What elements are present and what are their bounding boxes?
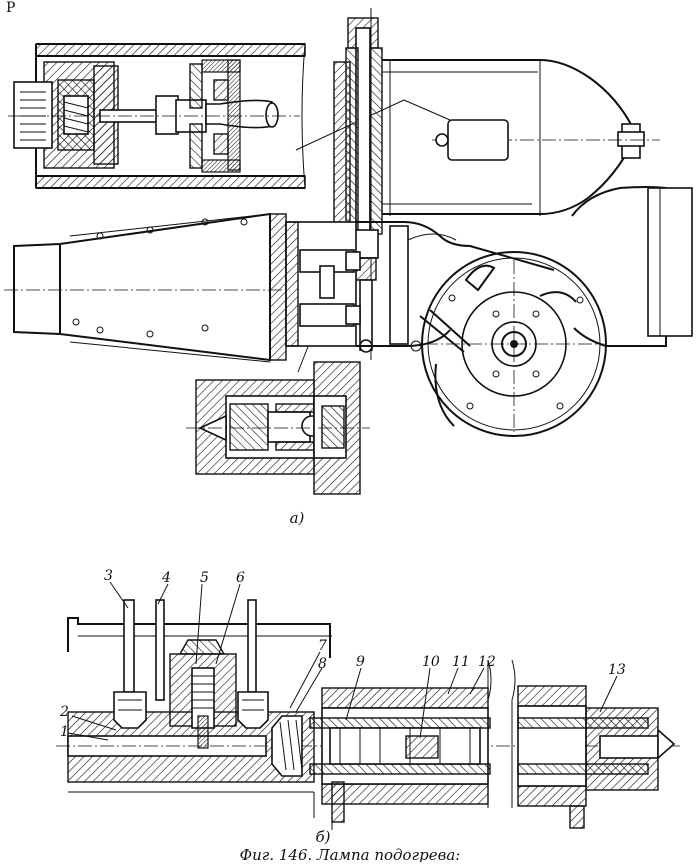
part-label-9: 9 (356, 654, 365, 670)
lamp-assembly (4, 8, 693, 437)
part-label-12: 12 (478, 654, 496, 670)
part-label-6: 6 (236, 570, 245, 586)
part-label-13: 13 (608, 662, 626, 678)
part-label-1: 1 (60, 724, 69, 740)
part-label-7: 7 (318, 638, 327, 654)
section-b (56, 599, 680, 830)
subfigure-b-label: б) (315, 828, 330, 846)
inset-burner-section (8, 43, 306, 189)
part-label-11: 11 (452, 654, 470, 670)
part-leaders (67, 581, 618, 741)
part-label-10: 10 (422, 654, 440, 670)
subfigure-a-label: а) (290, 509, 305, 527)
leader-line (403, 99, 451, 121)
part-label-2: 2 (59, 704, 69, 720)
page-fragment: P (6, 0, 15, 16)
part-label-3: 3 (104, 568, 113, 584)
figure-caption: Фиг. 146. Лампа подогрева: (240, 846, 461, 862)
part-label-4: 4 (161, 570, 171, 586)
part-label-5: 5 (200, 570, 209, 586)
inset-nozzle-section (186, 361, 370, 495)
part-label-8: 8 (318, 656, 327, 672)
